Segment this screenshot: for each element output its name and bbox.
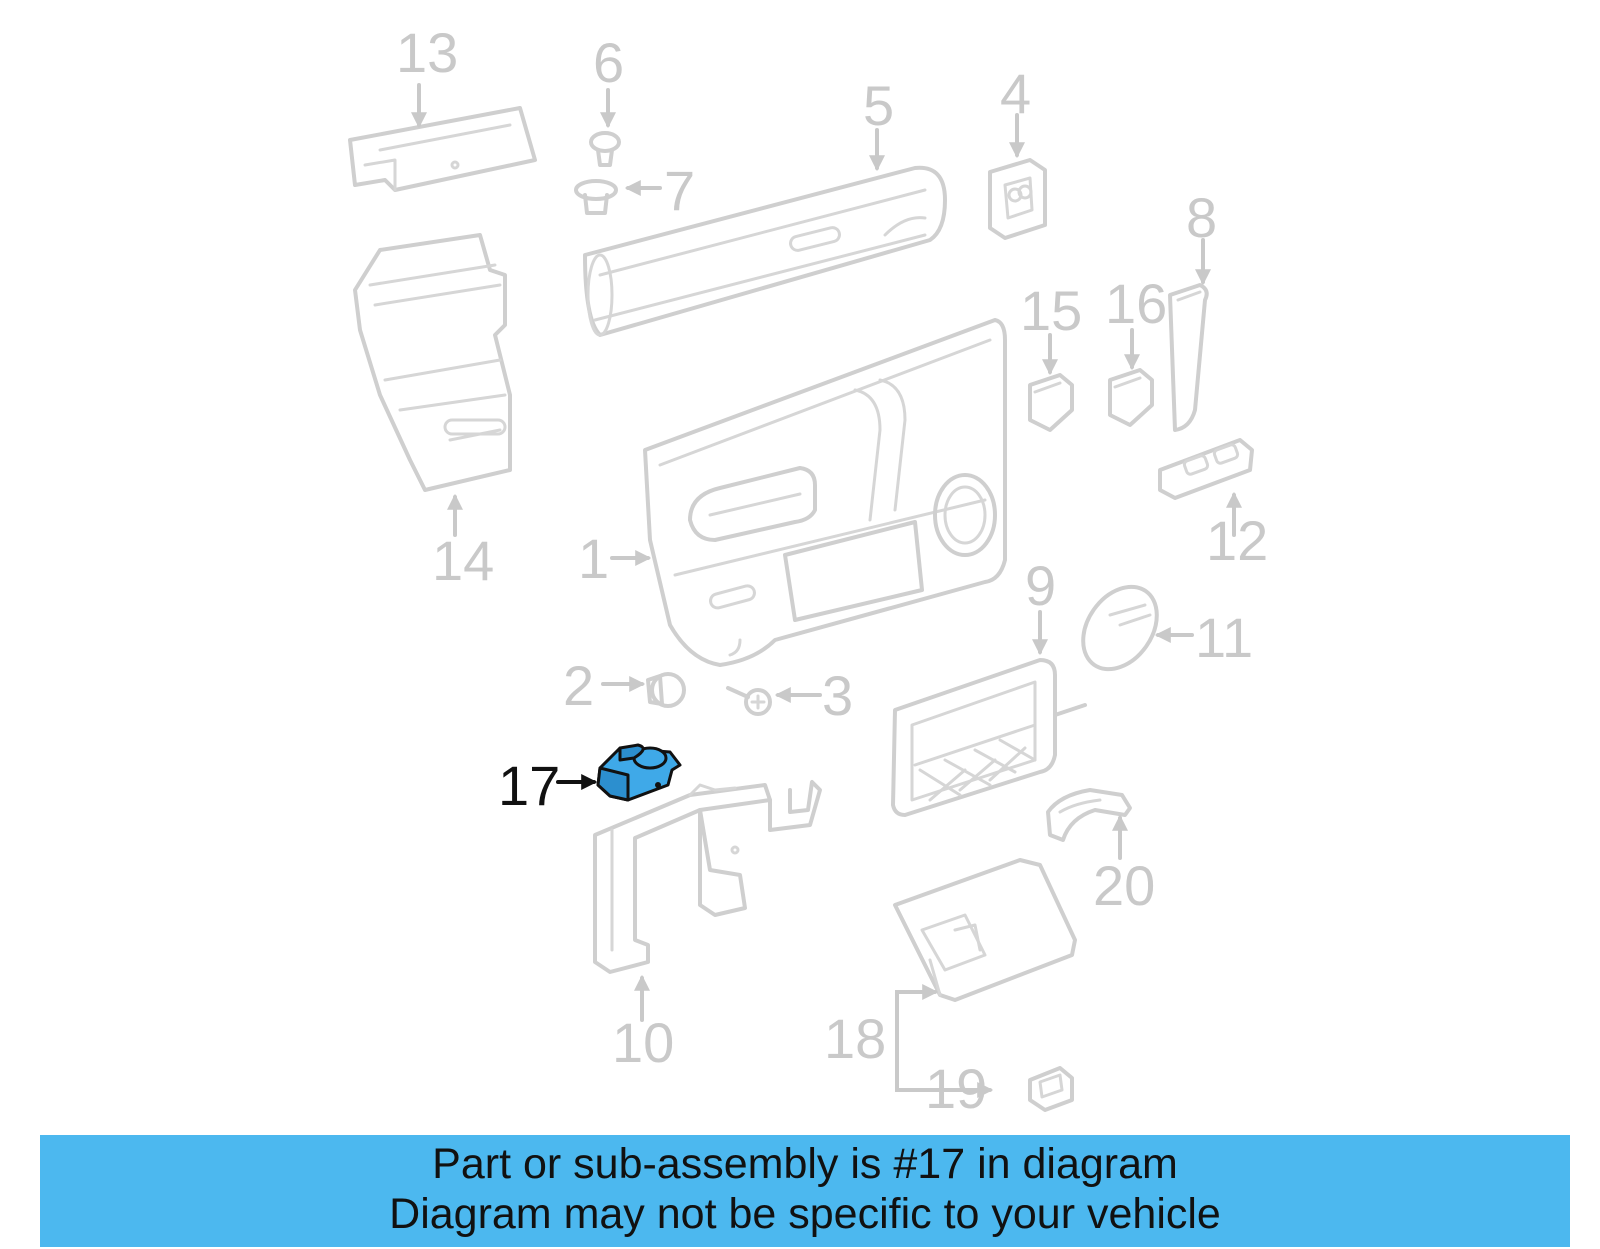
label-19: 19 <box>925 1057 987 1120</box>
part-7: 7 <box>574 159 695 222</box>
label-16: 16 <box>1105 272 1167 335</box>
part-20: 20 <box>1046 788 1155 917</box>
label-13: 13 <box>396 21 458 84</box>
label-4: 4 <box>1000 62 1031 125</box>
label-14: 14 <box>432 529 494 592</box>
label-2: 2 <box>563 654 594 717</box>
label-11: 11 <box>1195 606 1253 669</box>
label-3: 3 <box>822 664 853 727</box>
label-8: 8 <box>1186 186 1217 249</box>
part-11: 11 <box>1081 584 1253 672</box>
label-18: 18 <box>824 1007 886 1070</box>
label-7: 7 <box>664 159 695 222</box>
part-1: 1 <box>578 318 1007 667</box>
label-6: 6 <box>593 31 624 94</box>
part-18: 18 <box>824 858 1077 1098</box>
part-15: 15 <box>1020 279 1082 432</box>
part-16: 16 <box>1105 272 1167 427</box>
banner-part-note: Part or sub-assembly is #17 in diagram <box>432 1140 1178 1188</box>
info-banner: Part or sub-assembly is #17 in diagram D… <box>40 1135 1570 1247</box>
part-9: 9 <box>891 554 1087 817</box>
label-9: 9 <box>1025 554 1056 617</box>
part-13: 13 <box>348 21 537 192</box>
part-14: 14 <box>353 233 512 592</box>
part-10: 10 <box>593 780 822 1074</box>
part-5: 5 <box>583 74 947 337</box>
banner-disclaimer: Diagram may not be specific to your vehi… <box>389 1190 1221 1238</box>
label-1: 1 <box>578 527 609 590</box>
part-6: 6 <box>589 31 624 167</box>
part-3: 3 <box>726 664 853 727</box>
label-15: 15 <box>1020 279 1082 342</box>
label-17: 17 <box>498 754 560 817</box>
label-10: 10 <box>612 1011 674 1074</box>
part-19: 19 <box>925 1057 1074 1120</box>
label-5: 5 <box>863 74 894 137</box>
part-2: 2 <box>563 654 686 717</box>
part-4: 4 <box>988 62 1047 240</box>
part-17-highlighted: 17 <box>498 743 682 817</box>
part-8: 8 <box>1168 186 1217 432</box>
label-20: 20 <box>1093 854 1155 917</box>
label-12: 12 <box>1206 509 1268 572</box>
part-12: 12 <box>1158 438 1268 572</box>
